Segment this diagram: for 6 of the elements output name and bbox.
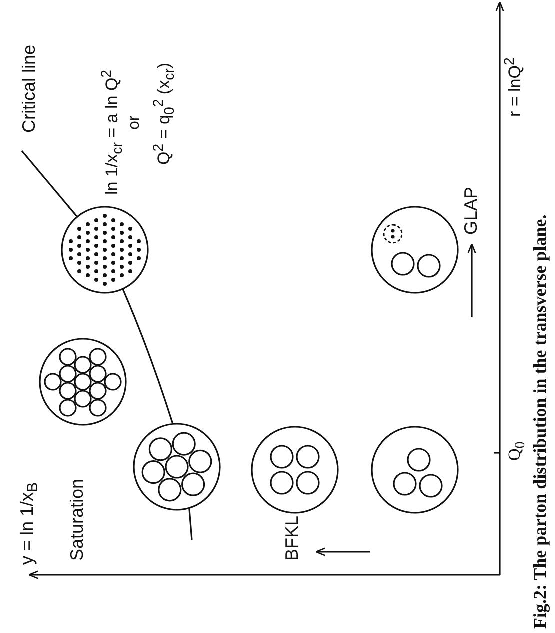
formula: or	[126, 116, 144, 130]
evolution-label: GLAP	[462, 186, 482, 235]
figure-caption: Fig.2: The parton distribution in the transverse plane.	[530, 214, 551, 629]
curve-label: Critical line	[20, 44, 40, 133]
evolution-label: BFKL	[283, 516, 303, 561]
regime-label: Saturation	[68, 478, 88, 561]
